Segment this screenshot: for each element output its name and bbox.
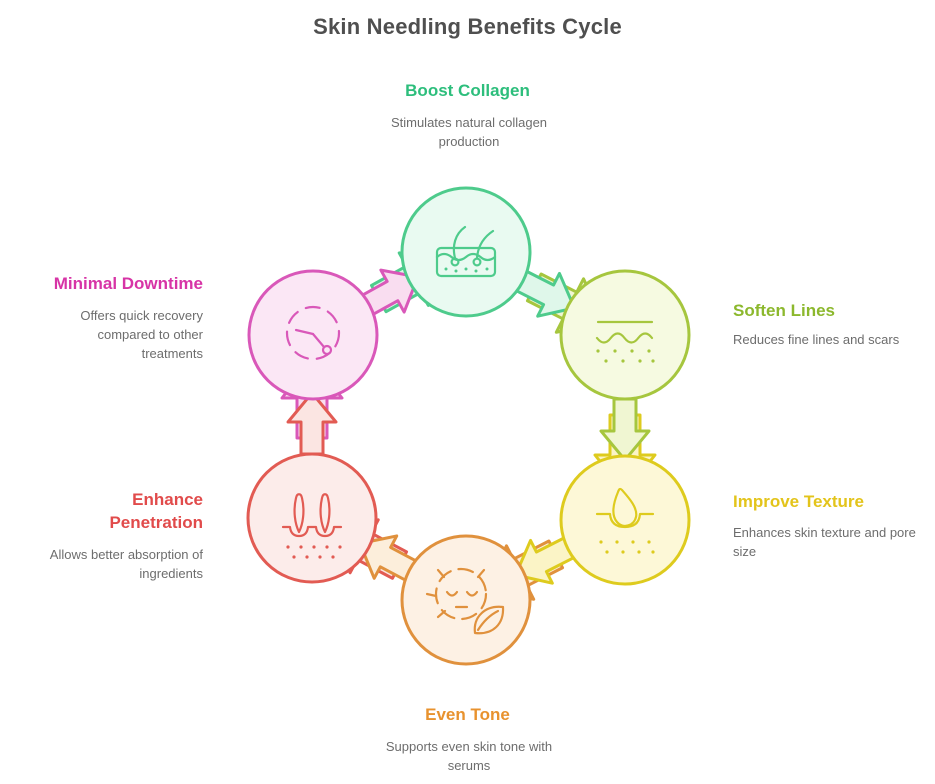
serum-droplet-pore-icon — [595, 487, 655, 554]
skin-dots — [599, 540, 655, 554]
node-desc-boost-collagen: Stimulates natural collagen production — [390, 115, 548, 149]
node-circle-boost-collagen — [400, 186, 532, 318]
node-label-enhance-penetration: Enhance Penetration — [109, 490, 203, 532]
node-circle-enhance-penetration — [246, 452, 378, 584]
arrow-icon — [599, 397, 651, 462]
node-label-soften-lines: Soften Lines — [733, 301, 836, 320]
page-title: Skin Needling Benefits Cycle — [313, 14, 622, 39]
clock-icon — [285, 305, 341, 361]
needles-skin-icon — [281, 493, 343, 559]
node-desc-enhance-penetration: Allows better absorption of ingredients — [49, 547, 203, 581]
node-label-minimal-downtime: Minimal Downtime — [53, 274, 203, 293]
node-label-improve-texture: Improve Texture — [733, 492, 865, 511]
face-leaf-icon — [425, 567, 505, 635]
skin-dots — [444, 267, 489, 273]
node-label-even-tone: Even Tone — [425, 705, 510, 724]
node-circle-improve-texture — [559, 454, 691, 586]
skin-collagen-icon — [435, 225, 497, 278]
smooth-skin-lines-icon — [595, 320, 655, 363]
arrow-icon — [286, 391, 338, 456]
node-label-boost-collagen: Boost Collagen — [405, 81, 530, 100]
node-desc-improve-texture: Enhances skin texture and pore size — [733, 525, 916, 559]
node-desc-soften-lines: Reduces fine lines and scars — [733, 332, 900, 347]
skin-dots — [286, 545, 342, 559]
node-circle-even-tone — [400, 534, 532, 666]
node-circle-soften-lines — [559, 269, 691, 401]
skin-dots — [596, 349, 655, 363]
node-desc-minimal-downtime: Offers quick recovery compared to other … — [80, 308, 203, 361]
node-desc-even-tone: Supports even skin tone with serums — [385, 739, 553, 773]
